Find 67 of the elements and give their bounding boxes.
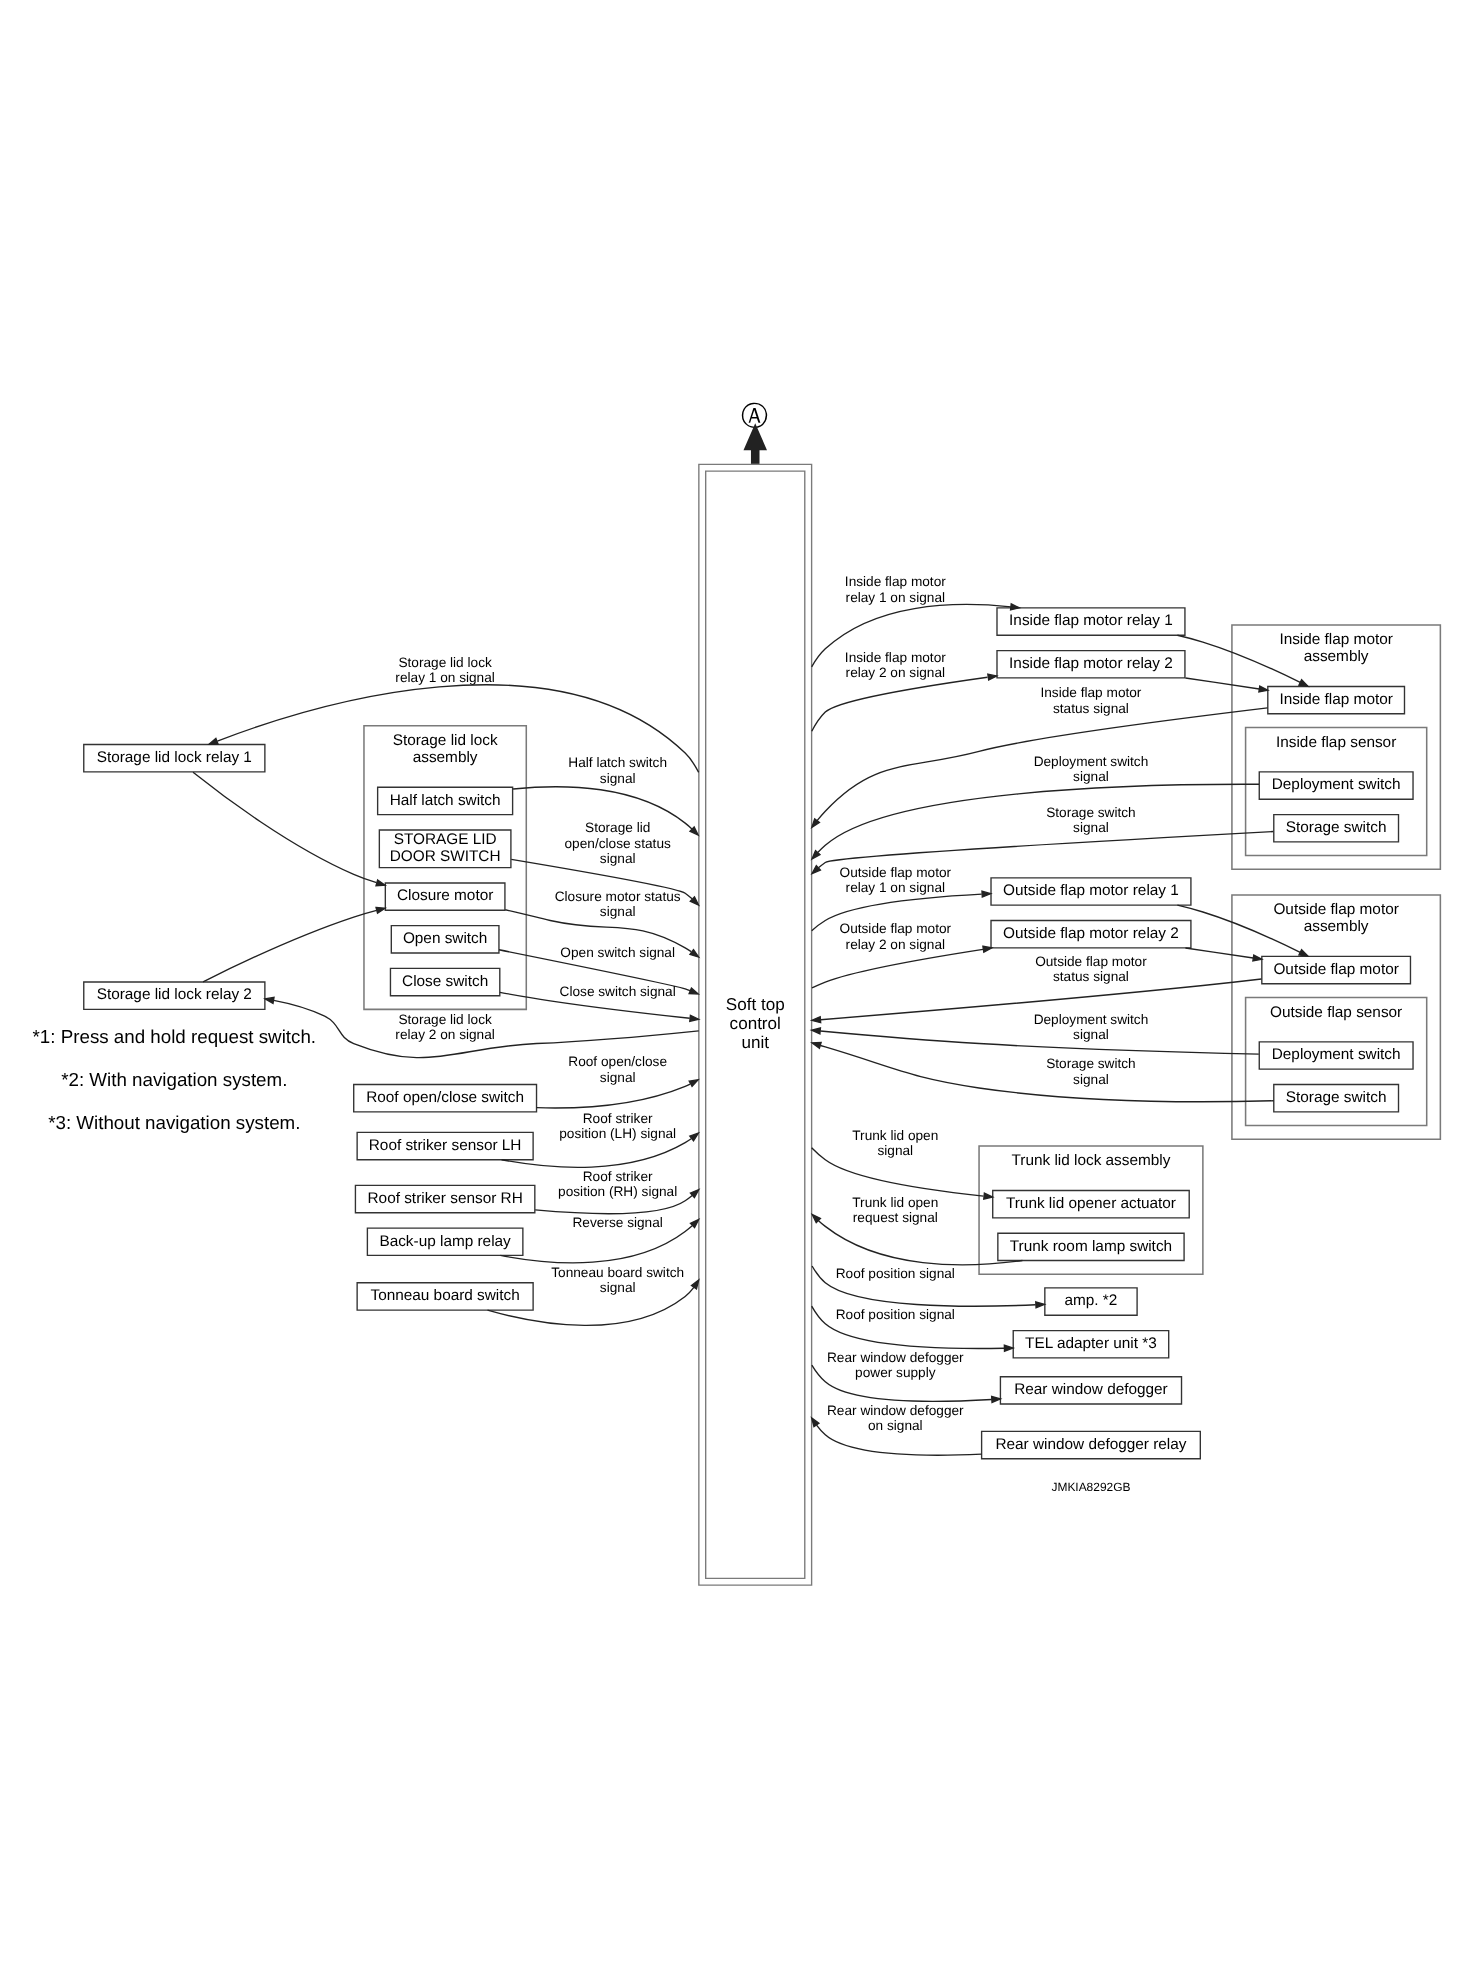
arrow [263, 996, 700, 1059]
node-box: Storage lid lock relay 1 [83, 743, 266, 773]
arrow [535, 1078, 700, 1109]
arrow [510, 858, 701, 907]
node-text: Ⓐ [741, 400, 770, 433]
arrow [809, 1027, 1260, 1055]
arrow [811, 945, 994, 989]
arrow [811, 890, 993, 932]
arrow [811, 1364, 1003, 1404]
arrow [811, 673, 999, 732]
node-box: Outside flap motor relay 2 [990, 919, 1192, 949]
node-box: Roof open/close switch [353, 1083, 538, 1113]
node-box: Rear window defogger [999, 1376, 1183, 1405]
arrow [810, 1147, 995, 1200]
arrow [1184, 947, 1264, 962]
arrow [498, 949, 701, 995]
arrow [499, 1218, 701, 1264]
arrow [810, 1213, 1024, 1266]
node-box: Deployment switch [1258, 771, 1414, 800]
label: *3: Without navigation system. [48, 1110, 301, 1133]
arrow [499, 991, 701, 1023]
arrow [811, 1305, 1016, 1353]
node-box: amp. *2 [1044, 1287, 1138, 1316]
arrow [810, 1416, 983, 1456]
label: *1: Press and hold request switch. [32, 1025, 317, 1048]
node-box: Close switch [389, 967, 501, 997]
arrow [810, 830, 1274, 876]
node-box: Deployment switch [1258, 1041, 1414, 1070]
node-box: Closure motor [384, 882, 506, 911]
node-box: Soft top control unit [698, 463, 813, 1586]
arrow [811, 1265, 1047, 1309]
node-box: Inside flap motor relay 1 [996, 607, 1186, 636]
arrow [500, 1131, 701, 1169]
arrow [512, 786, 700, 837]
node-box: Tonneau board switch [356, 1282, 534, 1311]
node-box: Half latch switch [376, 786, 514, 816]
node-box: Rear window defogger relay [980, 1430, 1201, 1460]
node-box: Open switch [390, 924, 500, 954]
node-box: Storage lid lock relay 2 [83, 981, 266, 1011]
arrow [207, 684, 700, 774]
node-box: Back-up lamp relay [366, 1227, 524, 1257]
node-box: Inside flap motor relay 2 [996, 649, 1186, 679]
arrow [202, 906, 388, 983]
arrow [1184, 677, 1270, 693]
node-box: Roof striker sensor LH [356, 1131, 534, 1161]
arrow [1176, 904, 1310, 958]
node-box: TEL adapter unit *3 [1012, 1329, 1170, 1359]
arrow [534, 1188, 701, 1215]
arrow [809, 978, 1263, 1024]
arrow [810, 1041, 1275, 1103]
node-box: Roof striker sensor RH [354, 1184, 536, 1214]
arrow [504, 909, 701, 959]
node-box: Outside flap motor relay 1 [990, 877, 1192, 906]
node-box: STORAGE LID DOOR SWITCH [378, 829, 512, 869]
arrow [486, 1278, 700, 1327]
node-box: Trunk lid opener actuator [992, 1189, 1190, 1219]
node-box: Inside flap motor [1267, 685, 1406, 715]
node-box: Storage switch [1273, 813, 1400, 843]
node-box: Trunk room lamp switch [997, 1232, 1185, 1262]
node-box: Storage switch [1273, 1083, 1400, 1113]
arrow [1176, 634, 1310, 688]
arrow [810, 783, 1260, 861]
arrow [192, 771, 388, 887]
arrow [810, 707, 1269, 830]
label: *2: With navigation system. [61, 1067, 288, 1090]
arrow [811, 602, 1022, 668]
node-box: Outside flap motor [1261, 955, 1412, 985]
